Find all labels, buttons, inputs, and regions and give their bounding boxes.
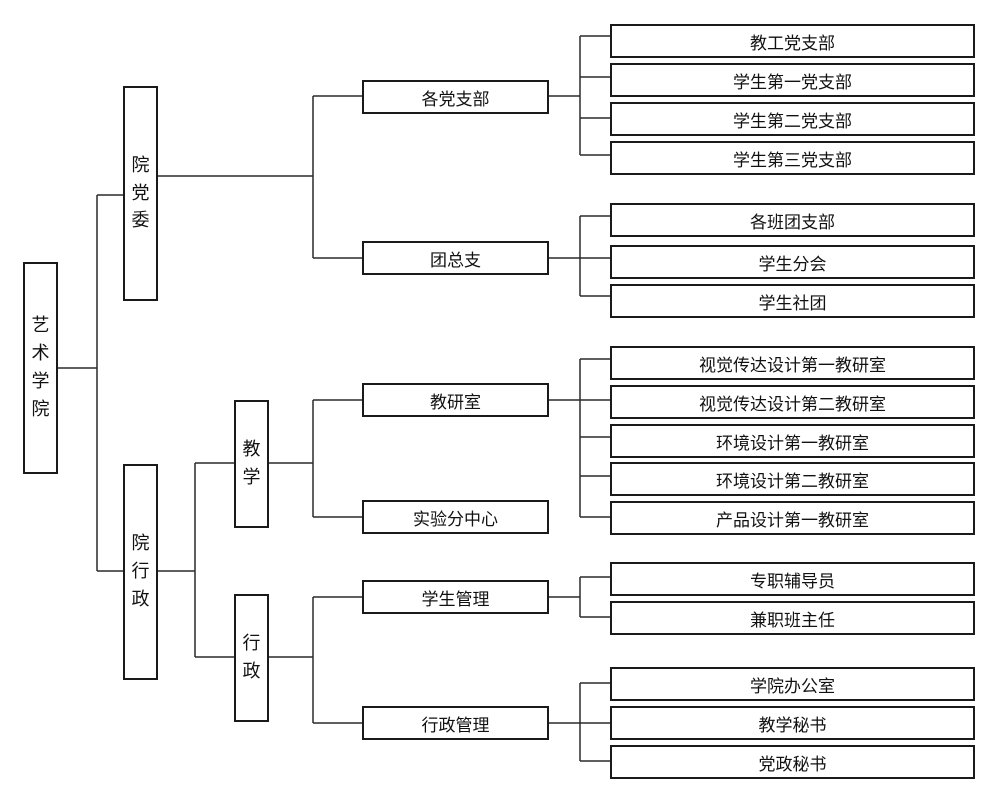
leaf-node: 学生第二党支部: [610, 102, 975, 136]
leaf-node: 专职辅导员: [610, 562, 975, 596]
leaf-node: 教学秘书: [610, 706, 975, 740]
admin-node: 行政: [234, 594, 269, 722]
leaf-node: 产品设计第一教研室: [610, 501, 975, 535]
leaf-node: 环境设计第二教研室: [610, 462, 975, 496]
leaf-node: 视觉传达设计第一教研室: [610, 346, 975, 380]
teaching-office-node: 教研室: [362, 383, 549, 417]
party-committee-node: 院党委: [123, 86, 158, 301]
leaf-node: 学生社团: [610, 284, 975, 318]
leaf-node: 党政秘书: [610, 745, 975, 779]
leaf-node: 环境设计第一教研室: [610, 424, 975, 458]
league-branch-node: 团总支: [362, 241, 549, 275]
leaf-node: 视觉传达设计第二教研室: [610, 385, 975, 419]
root-node: 艺术学院: [23, 262, 58, 474]
leaf-node: 学生分会: [610, 245, 975, 279]
leaf-node: 学生第一党支部: [610, 63, 975, 97]
admin-management-node: 行政管理: [362, 706, 549, 740]
leaf-node: 各班团支部: [610, 203, 975, 237]
leaf-node: 教工党支部: [610, 24, 975, 58]
leaf-node: 学院办公室: [610, 667, 975, 701]
lab-center-node: 实验分中心: [362, 500, 549, 534]
leaf-node: 兼职班主任: [610, 601, 975, 635]
administration-node: 院行政: [123, 464, 158, 680]
teaching-node: 教学: [234, 400, 269, 528]
leaf-node: 学生第三党支部: [610, 141, 975, 175]
student-management-node: 学生管理: [362, 580, 549, 614]
party-branches-node: 各党支部: [362, 80, 549, 114]
